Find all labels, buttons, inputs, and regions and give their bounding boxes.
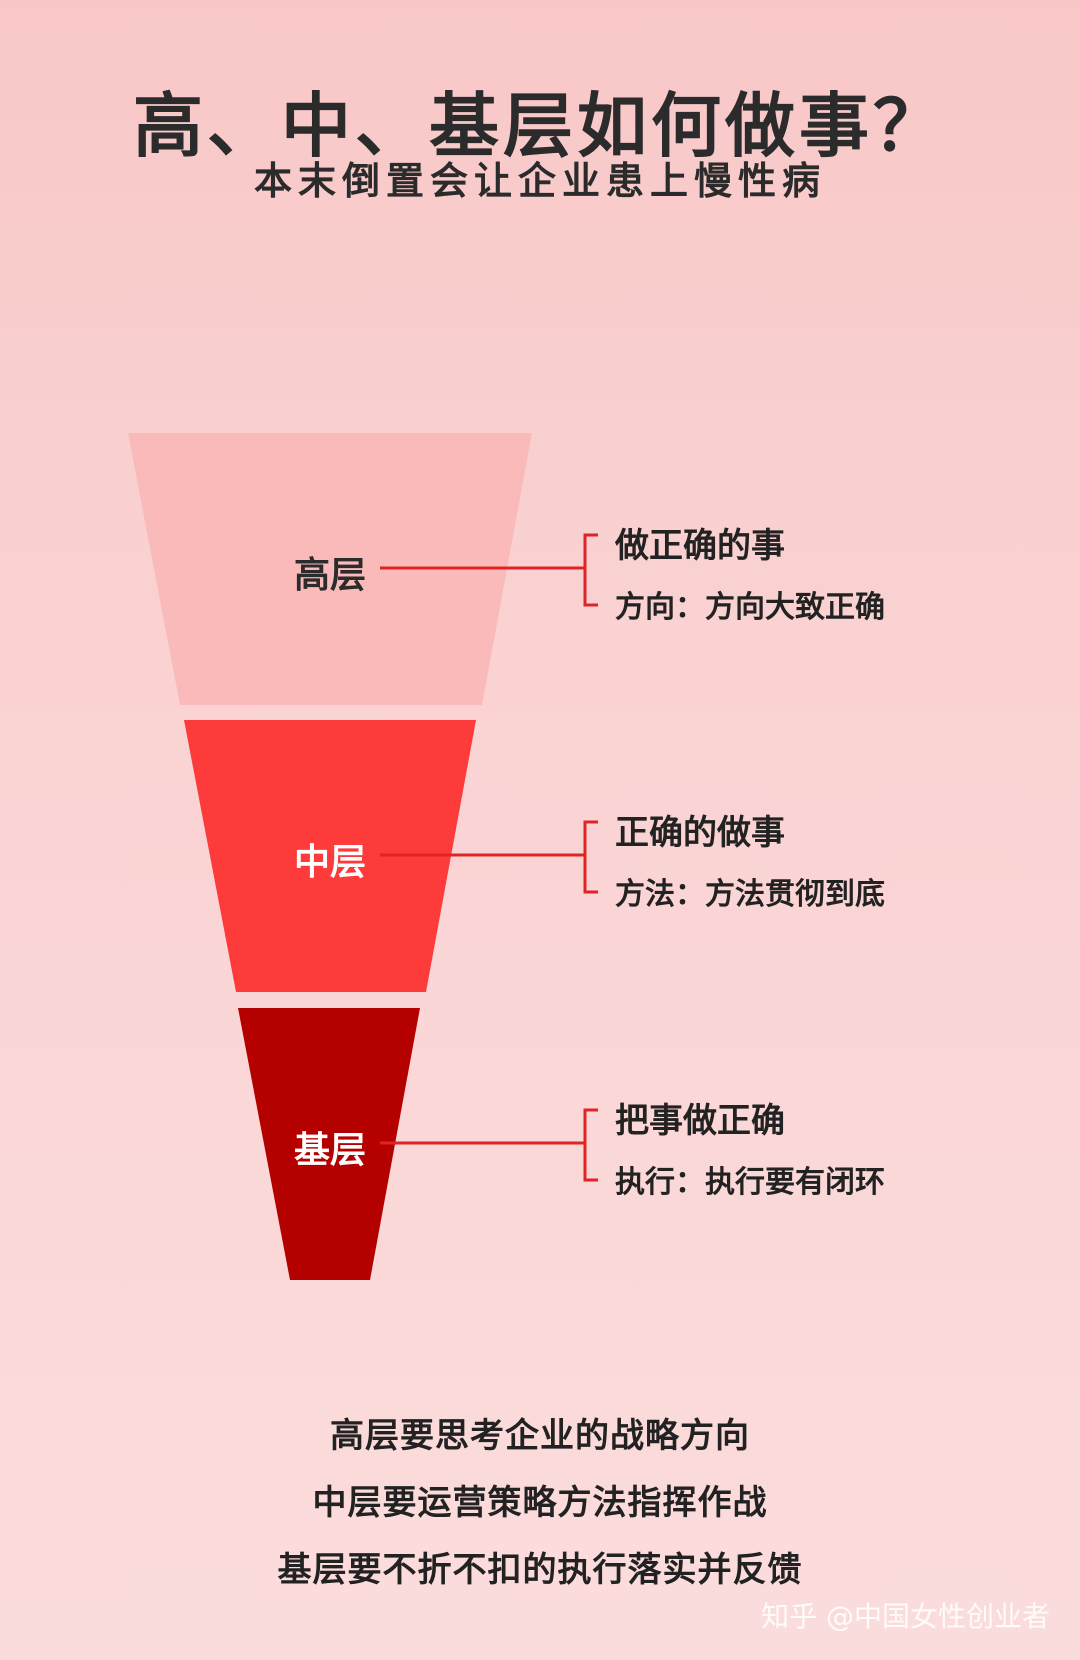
summary-line-3: 基层要不折不扣的执行落实并反馈: [277, 1550, 803, 1590]
connector-top: [380, 533, 598, 607]
level-desc-top-main: 做正确的事: [615, 526, 785, 566]
level-desc-bottom-sub: 执行：执行要有闭环: [615, 1165, 885, 1200]
page-title: 高、中、基层如何做事？: [133, 85, 947, 167]
level-desc-bottom-main: 把事做正确: [615, 1101, 785, 1141]
level-desc-middle-sub: 方法：方法贯彻到底: [615, 877, 885, 912]
level-label-middle: 中层: [293, 842, 366, 883]
summary-line-1: 高层要思考企业的战略方向: [330, 1416, 750, 1456]
watermark: 知乎 @中国女性创业者: [761, 1600, 1050, 1633]
summary-line-2: 中层要运营策略方法指挥作战: [312, 1483, 768, 1523]
level-desc-top-sub: 方向：方向大致正确: [615, 590, 885, 625]
connector-bottom: [380, 1108, 598, 1182]
funnel-segment-top: [128, 433, 532, 705]
connector-middle: [380, 820, 598, 894]
funnel-segment-bottom: [238, 1008, 420, 1280]
level-label-bottom: 基层: [293, 1130, 366, 1171]
page-subtitle: 本末倒置会让企业患上慢性病: [253, 159, 826, 203]
funnel-segment-middle: [184, 720, 476, 992]
level-desc-middle-main: 正确的做事: [615, 813, 785, 853]
level-label-top: 高层: [293, 555, 366, 596]
